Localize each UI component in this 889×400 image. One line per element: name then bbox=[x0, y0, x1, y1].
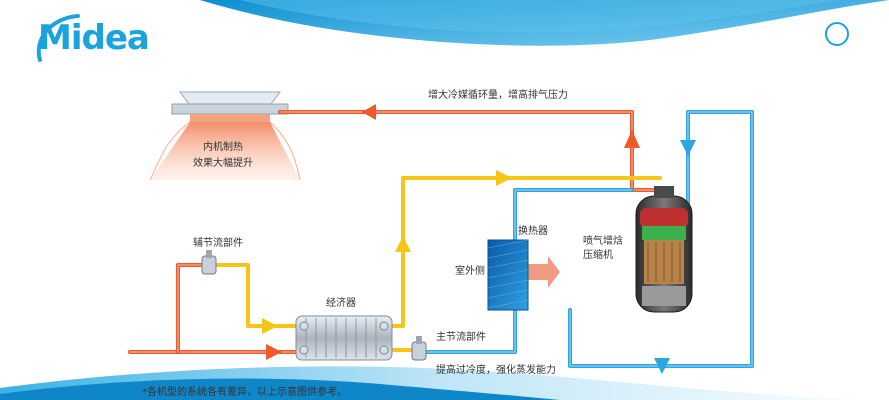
compressor-label-line2: 压缩机 bbox=[583, 250, 613, 261]
exchanger-label: 换热器 bbox=[518, 226, 548, 237]
injection-pipe bbox=[213, 176, 662, 352]
outdoor-label: 室外侧 bbox=[455, 266, 485, 277]
arrow-up-orange-icon bbox=[624, 130, 640, 148]
arrow-right-yellow-top-icon bbox=[496, 170, 512, 186]
heat-out-arrow-icon bbox=[528, 256, 560, 288]
top-wave-highlight bbox=[240, 0, 840, 33]
brand-logo: Midea bbox=[38, 18, 150, 58]
aux-valve-icon bbox=[201, 250, 217, 275]
indoor-label-line1: 内机制热 bbox=[203, 142, 243, 153]
arrow-up-yellow-icon bbox=[395, 236, 411, 252]
heat-exchanger-icon bbox=[487, 239, 529, 311]
arrow-right-yellow-icon bbox=[262, 318, 278, 334]
economizer-icon bbox=[295, 315, 393, 361]
main-valve-label: 主节流部件 bbox=[436, 332, 486, 343]
arrow-left-orange-icon bbox=[362, 104, 376, 120]
compressor-icon bbox=[635, 186, 693, 313]
arrow-down-blue-icon bbox=[680, 140, 696, 156]
arrow-down-blue-right-icon bbox=[654, 358, 670, 374]
ring-icon bbox=[825, 22, 849, 46]
aux-valve-label: 辅节流部件 bbox=[193, 238, 243, 249]
logo-swoosh-icon bbox=[36, 14, 80, 62]
economizer-label: 经济器 bbox=[326, 298, 356, 309]
bottom-flow-label: 提高过冷度，强化蒸发能力 bbox=[436, 365, 556, 376]
liquid-line-pipe bbox=[128, 263, 302, 354]
indoor-unit-icon bbox=[149, 91, 301, 181]
indoor-label-line2: 效果大幅提升 bbox=[193, 158, 253, 169]
bottom-wave-dark bbox=[0, 378, 560, 400]
hot-gas-pipe bbox=[278, 110, 662, 192]
compressor-label-line1: 喷气增焓 bbox=[583, 236, 623, 247]
arrow-right-orange-icon bbox=[266, 344, 282, 360]
footnote: *各机型的系统各有差异，以上示意图供参考。 bbox=[142, 387, 347, 398]
flow-arrows bbox=[262, 104, 696, 374]
top-flow-label: 增大冷媒循环量，增高排气压力 bbox=[428, 90, 568, 101]
main-valve-icon bbox=[411, 336, 427, 361]
